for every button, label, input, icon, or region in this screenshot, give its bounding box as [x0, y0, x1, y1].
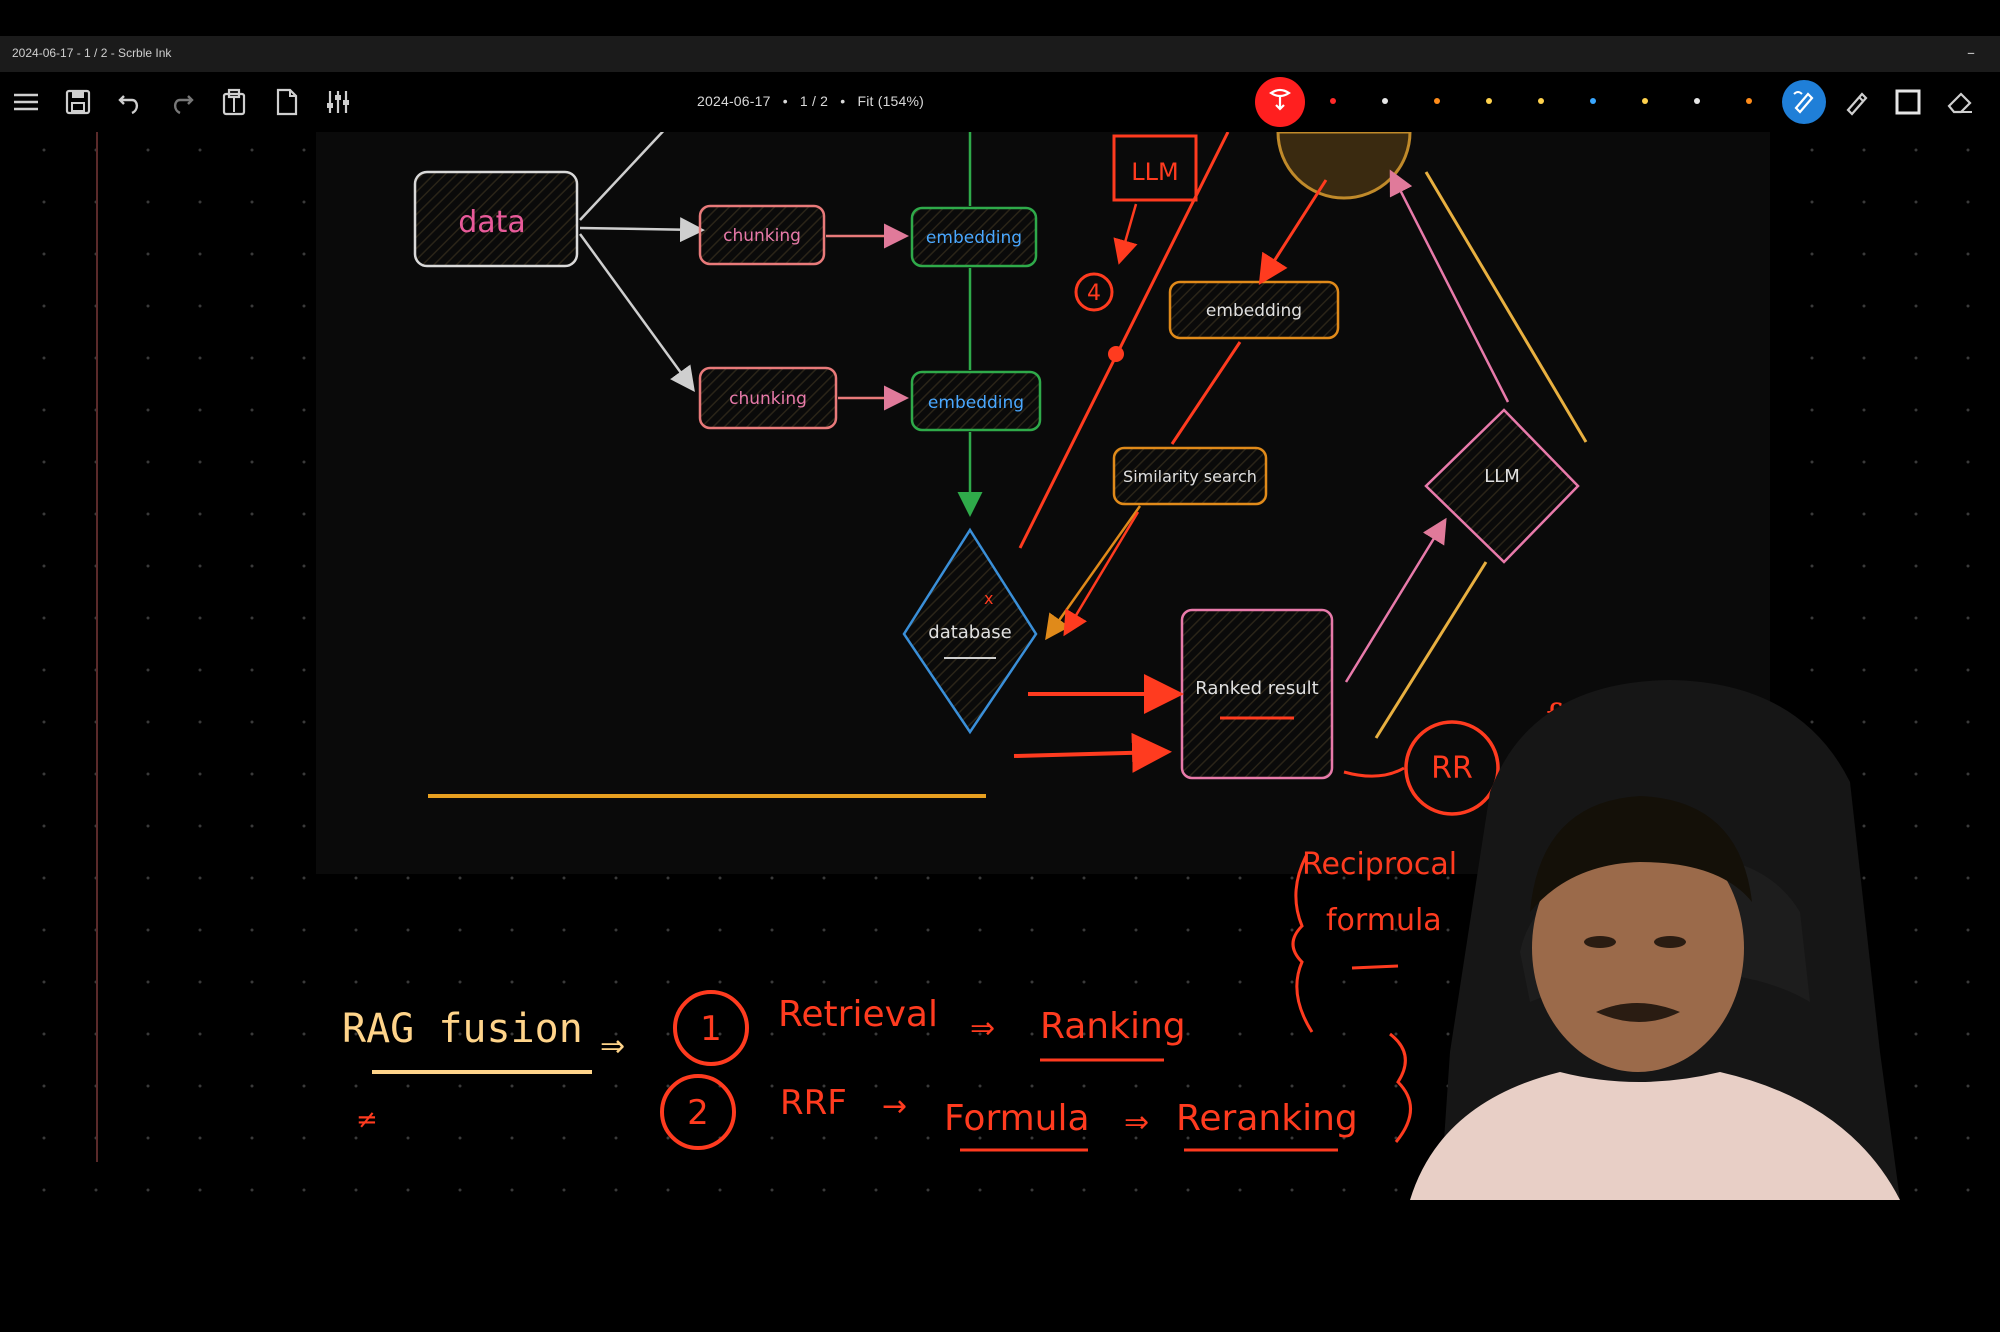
palette-color-5[interactable] — [1538, 98, 1544, 104]
arrow-to-chunking-2 — [578, 233, 695, 393]
palette-color-6[interactable] — [1590, 98, 1596, 104]
data-box-label: data — [458, 205, 526, 240]
chunking-box-2 — [698, 366, 838, 430]
eraser-icon[interactable] — [1944, 86, 1976, 118]
shape-icon[interactable] — [1892, 86, 1924, 118]
cut-off-shape — [1276, 132, 1412, 200]
lasso-button[interactable] — [1255, 77, 1305, 127]
separator: • — [782, 93, 788, 109]
yellow-line-upper — [1424, 171, 1588, 443]
scribble-mark: ≠ — [356, 1105, 378, 1135]
embedding-box-1 — [910, 206, 1038, 268]
bottom-bar — [0, 1292, 2000, 1332]
llm-diamond-label: LLM — [1484, 466, 1520, 487]
embedding-label-1: embedding — [926, 228, 1022, 248]
menu-icon[interactable] — [10, 86, 42, 118]
step1-num: 1 — [700, 1009, 722, 1049]
step1-circle — [673, 990, 749, 1066]
save-icon[interactable] — [62, 86, 94, 118]
step-circle — [1074, 272, 1114, 312]
step1-arrow: ⇒ — [970, 1011, 995, 1046]
undo-icon[interactable] — [114, 86, 146, 118]
rr-label: RR — [1431, 751, 1473, 786]
minimize-button[interactable]: – — [1967, 43, 1975, 62]
brace-right — [1389, 1032, 1412, 1143]
arrow-up — [579, 132, 665, 221]
rag-fusion-label: RAG fusion — [342, 1006, 583, 1052]
llm-box-label: LLM — [1131, 158, 1178, 186]
face — [1532, 824, 1744, 1072]
database-mark: x — [984, 589, 993, 608]
rag-arrow: ⇒ — [600, 1029, 625, 1064]
zoom-level[interactable]: Fit (154%) — [857, 93, 925, 109]
ranked-to-llm — [1344, 517, 1447, 683]
document-info: 2024-06-17 • 1 / 2 • Fit (154%) — [693, 93, 928, 109]
palette-color-7[interactable] — [1642, 98, 1648, 104]
palette-color-4[interactable] — [1486, 98, 1492, 104]
step2-formula: Formula — [944, 1098, 1090, 1139]
rr-circle — [1404, 720, 1500, 816]
highlighter-icon[interactable] — [1840, 86, 1872, 118]
chunking-label-1: chunking — [723, 226, 801, 246]
llm-diamond — [1424, 408, 1580, 564]
window-title: 2024-06-17 - 1 / 2 - Scrble Ink — [12, 46, 172, 60]
formula-label: formula — [1326, 903, 1442, 938]
new-page-icon[interactable] — [270, 86, 302, 118]
yellow-line-lower — [1374, 561, 1488, 739]
data-box — [413, 170, 579, 268]
redo-icon[interactable] — [166, 86, 198, 118]
chunking-box-1 — [698, 204, 826, 266]
llm-to-top — [1389, 169, 1510, 403]
similarity-search-box — [1112, 446, 1268, 506]
lasso-icon — [1265, 85, 1295, 119]
separator: • — [840, 93, 846, 109]
shirt — [1410, 1072, 1900, 1200]
clipboard-icon[interactable] — [218, 86, 250, 118]
palette-color-1[interactable] — [1330, 98, 1336, 104]
embed-to-sim — [1170, 341, 1242, 445]
database-label: database — [928, 622, 1011, 643]
step2-reranking: Reranking — [1176, 1098, 1358, 1139]
pen-button[interactable] — [1782, 80, 1826, 124]
palette-color-3[interactable] — [1434, 98, 1440, 104]
step1-ranking: Ranking — [1040, 1006, 1186, 1047]
palette-color-9[interactable] — [1746, 98, 1752, 104]
window-titlebar: 2024-06-17 - 1 / 2 - Scrble Ink – — [0, 36, 2000, 73]
arrow-to-chunking-1 — [579, 217, 705, 243]
pen-icon — [1790, 86, 1818, 118]
embedding-box-2 — [910, 370, 1042, 432]
brace-left — [1291, 855, 1314, 1033]
db-to-ranked-2 — [1013, 732, 1172, 773]
red-diagonal — [1018, 132, 1230, 549]
embedding-label-3: embedding — [1206, 301, 1302, 321]
ink-canvas[interactable]: data chunking chunking embedding embeddi… — [0, 132, 2000, 1332]
sim-to-db — [1045, 505, 1142, 641]
step2-rrf: RRF — [780, 1083, 847, 1123]
embedding-label-2: embedding — [928, 393, 1024, 413]
llm-box — [1112, 134, 1198, 202]
database-diamond — [902, 527, 1038, 735]
ranked-result-label: Ranked result — [1195, 678, 1318, 699]
chunking-label-2: chunking — [729, 389, 807, 409]
step2-arrow-double: ⇒ — [1124, 1105, 1149, 1140]
palette-color-2[interactable] — [1382, 98, 1388, 104]
step1-retrieval: Retrieval — [778, 994, 938, 1035]
doc-date: 2024-06-17 — [697, 93, 771, 109]
sliders-icon[interactable] — [322, 86, 354, 118]
step2-num: 2 — [687, 1093, 709, 1133]
step2-arrow: → — [882, 1089, 907, 1124]
hair — [1530, 796, 1752, 912]
toolbar — [0, 72, 2000, 132]
palette-color-8[interactable] — [1694, 98, 1700, 104]
margin-line — [96, 132, 98, 1162]
step2-circle — [660, 1074, 736, 1150]
similarity-search-label: Similarity search — [1123, 467, 1257, 486]
webcam-overlay — [1380, 672, 1940, 1200]
step-marker: 4 — [1087, 281, 1101, 306]
page-indicator[interactable]: 1 / 2 — [799, 93, 829, 109]
embedding-box-3 — [1168, 280, 1340, 340]
reciprocal-label: Reciprocal — [1302, 847, 1457, 882]
